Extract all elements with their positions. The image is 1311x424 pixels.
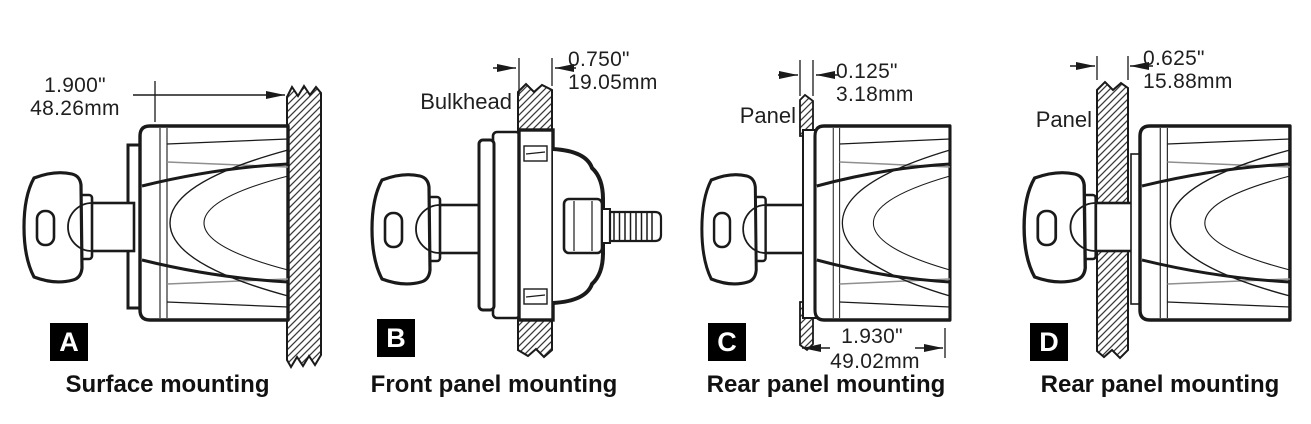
flange-disc-inner	[477, 138, 496, 312]
panel-c: Panel 0.125" 3.18mm 1.930" 49.02mm C Rea…	[690, 0, 1010, 424]
dimension-c2-mm: 49.02mm	[830, 350, 920, 373]
dimension-c: 0.125" 3.18mm	[836, 60, 914, 106]
dimension-c-mm: 3.18mm	[836, 83, 914, 106]
dimension-c2-inches: 1.930"	[841, 325, 903, 348]
panel-a-caption: Surface mounting	[65, 371, 270, 398]
dimension-b-mm: 19.05mm	[568, 71, 658, 94]
key-graphic	[700, 173, 807, 286]
dimension-b: 0.750" 19.05mm	[568, 48, 658, 94]
key-graphic	[370, 173, 484, 286]
panel-d-label: D	[1030, 323, 1068, 361]
panel-d-caption: Rear panel mounting	[1040, 371, 1280, 398]
panel-a-drawing	[22, 81, 322, 369]
washer	[601, 208, 611, 244]
switch-body-graphic	[138, 124, 290, 322]
dimension-d-mm: 15.88mm	[1143, 70, 1233, 93]
dimension-c-inches: 0.125"	[836, 60, 898, 83]
panel-annotation: Panel	[739, 103, 796, 128]
panel-annotation: Panel	[1035, 107, 1092, 132]
dimension-a-inches: 1.900"	[44, 74, 106, 97]
dimension-a: 1.900" 48.26mm	[8, 74, 142, 120]
panel-c-caption: Rear panel mounting	[706, 371, 946, 398]
panel-b-caption: Front panel mounting	[370, 371, 618, 398]
dimension-d: 0.625" 15.88mm	[1143, 47, 1233, 93]
panel-d-drawing	[1022, 56, 1292, 360]
panel-b: Bulkhead 0.750" 19.05mm B Front panel mo…	[340, 0, 680, 424]
thread-lines	[613, 213, 653, 240]
panel-a: 1.900" 48.26mm A Surface mounting	[0, 0, 335, 424]
flange-disc-outer	[491, 130, 522, 320]
switch-body-graphic	[813, 124, 952, 322]
panel-strip-hatch-top	[799, 93, 814, 137]
hex-nut	[562, 197, 604, 255]
panel-d: Panel 0.625" 15.88mm D Rear panel mounti…	[1010, 0, 1311, 424]
switch-body-graphic	[1138, 124, 1292, 322]
panel-b-label: B	[377, 319, 415, 357]
dimension-d-inches: 0.625"	[1143, 47, 1205, 70]
wall-hatch	[286, 84, 322, 369]
bulkhead-annotation: Bulkhead	[420, 89, 512, 114]
panel-b-drawing	[370, 58, 663, 359]
key-graphic	[22, 171, 136, 284]
panel-c-drawing	[700, 60, 952, 358]
dimension-a-mm: 48.26mm	[30, 97, 120, 120]
dimension-b-inches: 0.750"	[568, 48, 630, 71]
panel-a-label: A	[50, 323, 88, 361]
panel-c-label: C	[708, 323, 746, 361]
